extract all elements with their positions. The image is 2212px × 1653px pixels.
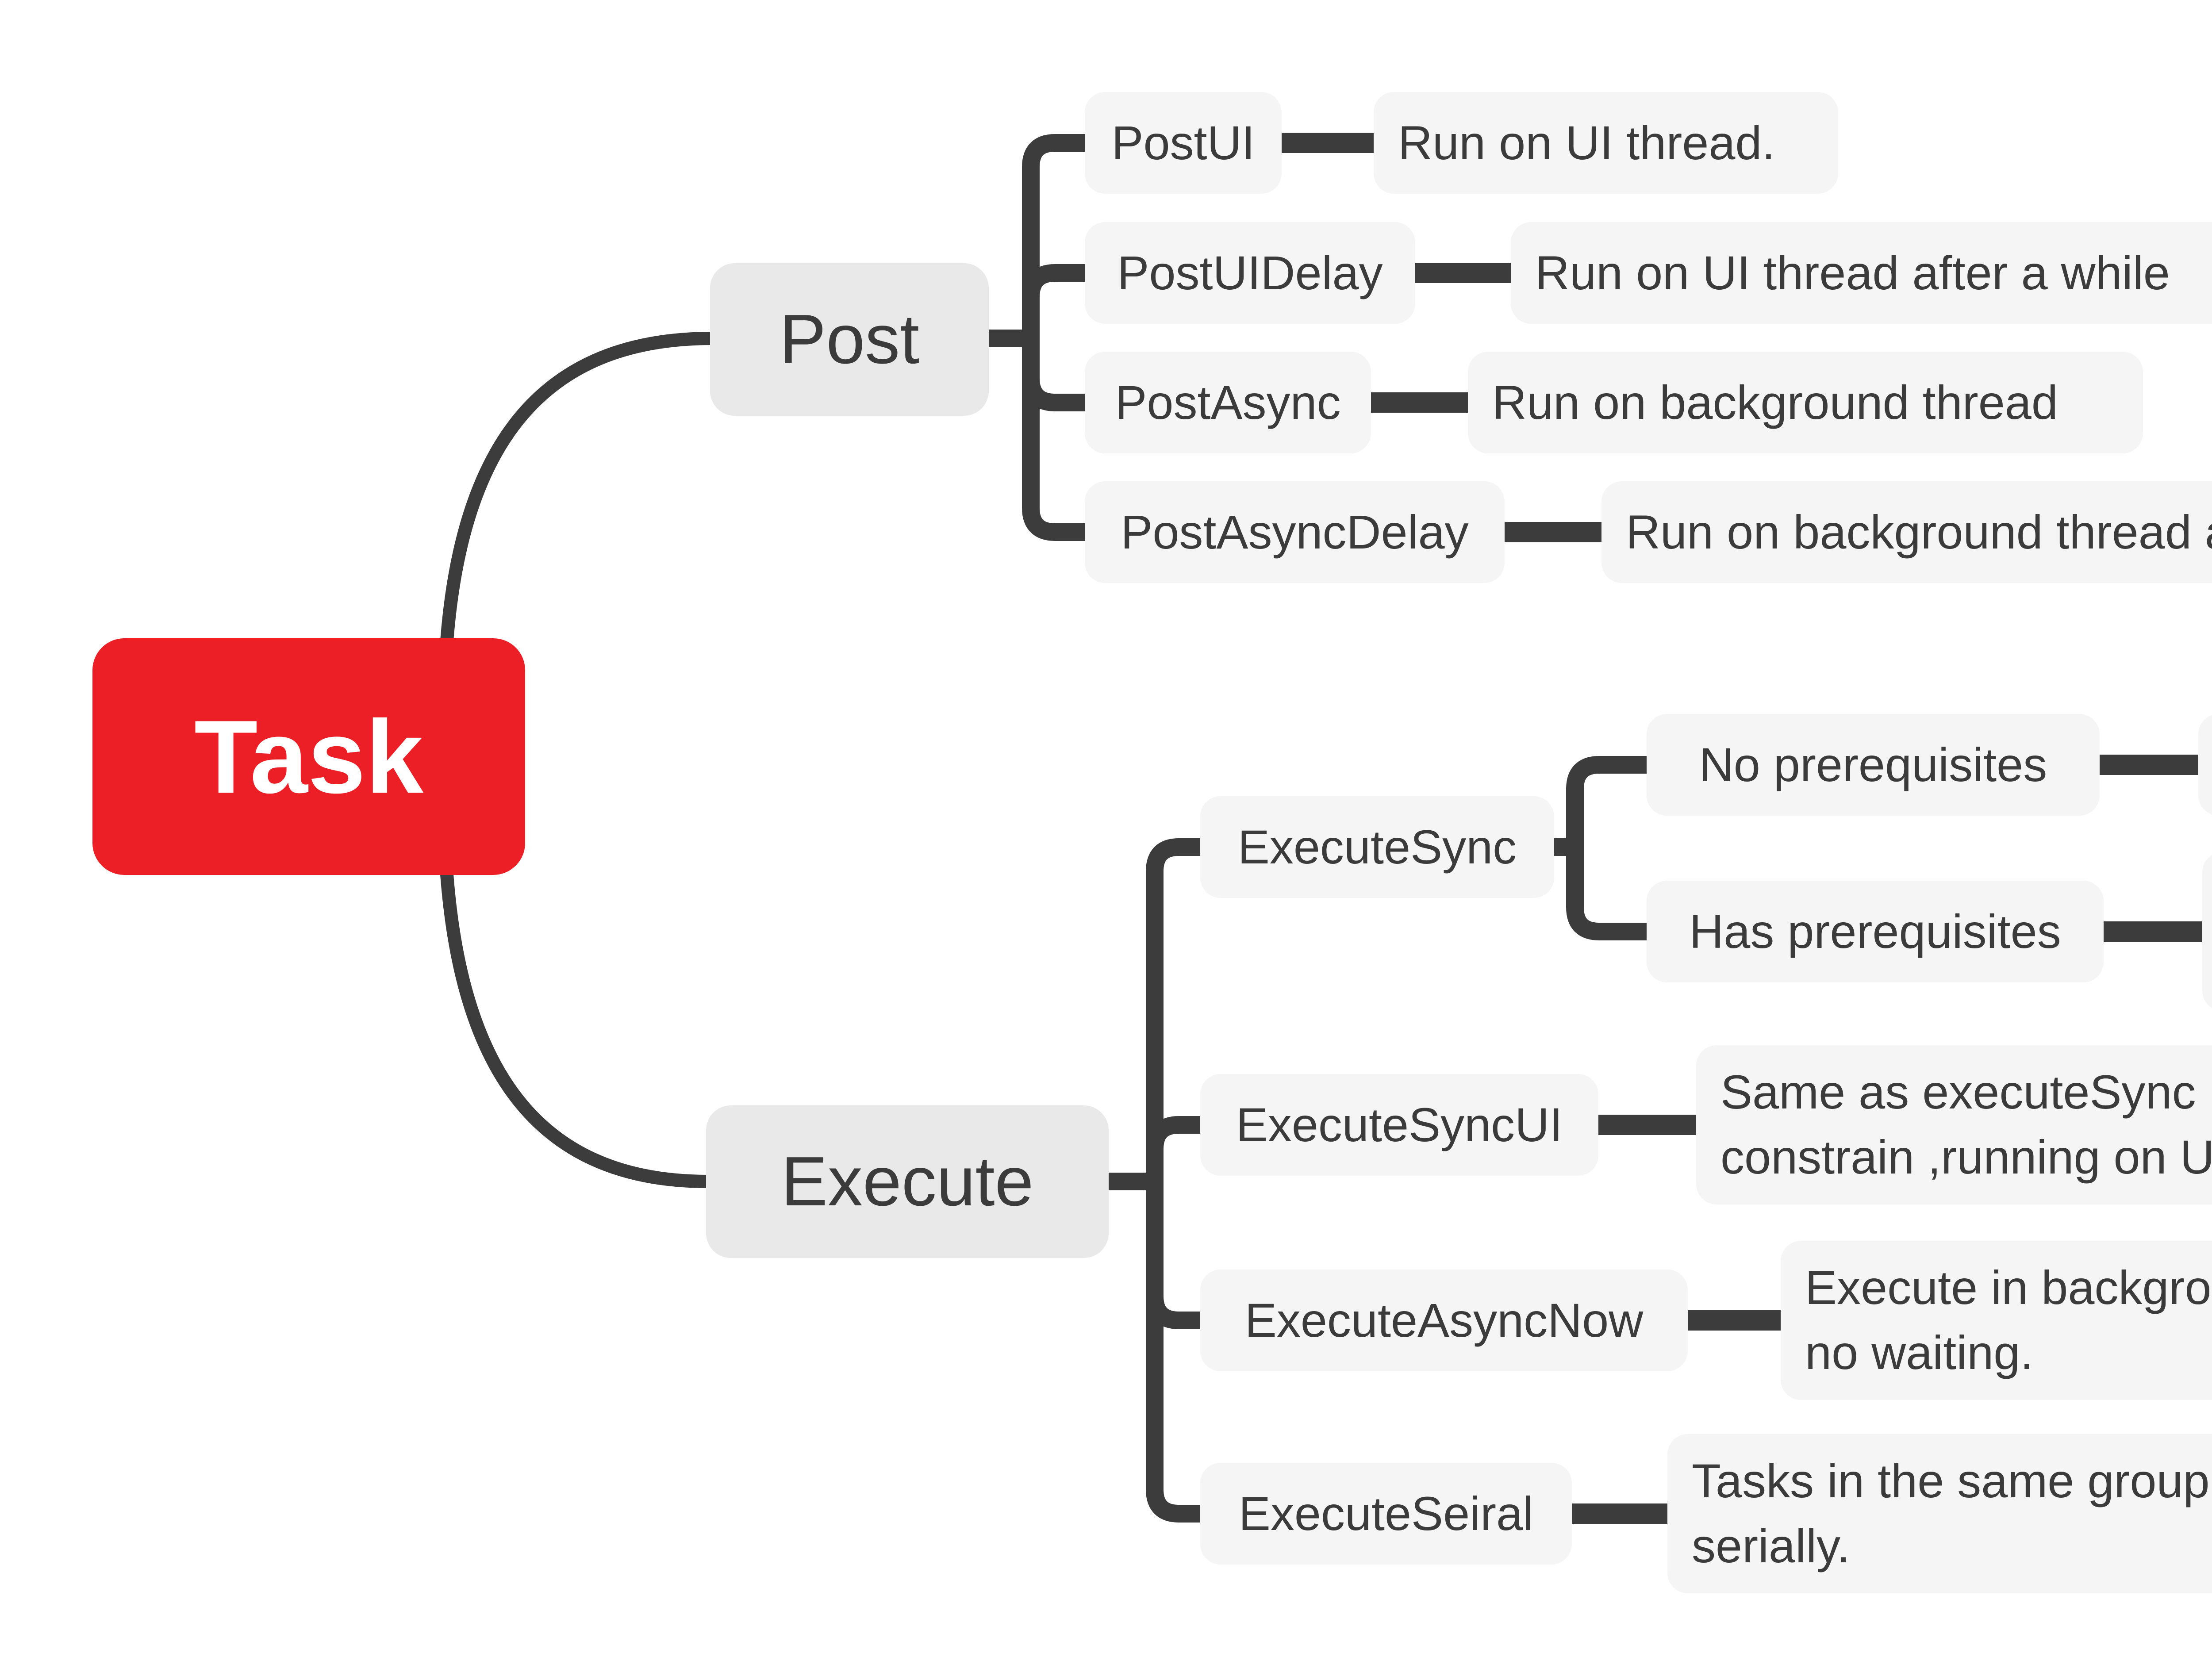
connector-execute-executesyncui bbox=[1146, 1116, 1209, 1190]
node-post[interactable]: Post bbox=[710, 263, 989, 416]
node-executesync[interactable]: ExecuteSync bbox=[1200, 796, 1554, 898]
node-executeseiral[interactable]: ExecuteSeiral bbox=[1200, 1463, 1572, 1565]
connector-executesync-hasprereq bbox=[1566, 838, 1655, 940]
node-executeseiral-desc[interactable]: Tasks in the same group will be executed… bbox=[1667, 1434, 2212, 1593]
connector-task-post bbox=[437, 332, 719, 759]
node-postasync-desc[interactable]: Run on background thread bbox=[1468, 352, 2143, 453]
node-postuidelay[interactable]: PostUIDelay bbox=[1085, 222, 1415, 324]
node-executeasyncnow[interactable]: ExecuteAsyncNow bbox=[1200, 1269, 1688, 1371]
node-postui[interactable]: PostUI bbox=[1085, 92, 1282, 194]
node-execute[interactable]: Execute bbox=[706, 1105, 1109, 1258]
connector-post-postui bbox=[1022, 134, 1094, 347]
node-no-prerequisites-desc[interactable]: Run now in current thread bbox=[2198, 714, 2212, 816]
node-executeasyncnow-desc[interactable]: Execute in background thread right now ,… bbox=[1781, 1241, 2212, 1400]
connector-executesync-noprereq bbox=[1566, 756, 1655, 856]
connector-task-execute bbox=[437, 754, 714, 1188]
connector-post-postasyncdelay bbox=[1022, 330, 1094, 541]
node-has-prerequisites-desc[interactable]: Run in the thread right after the final … bbox=[2202, 852, 2212, 1011]
node-postui-desc[interactable]: Run on UI thread. bbox=[1374, 92, 1838, 194]
connector-execute-executesync bbox=[1146, 838, 1209, 1190]
node-postasyncdelay-desc[interactable]: Run on background thread after a while bbox=[1601, 481, 2212, 583]
connector-execute-executeseiral bbox=[1146, 1173, 1209, 1523]
node-executesyncui-desc[interactable]: Same as executeSync , but with one more … bbox=[1696, 1045, 2212, 1204]
node-task[interactable]: Task bbox=[92, 638, 525, 875]
node-has-prerequisites[interactable]: Has prerequisites bbox=[1647, 881, 2104, 982]
node-no-prerequisites[interactable]: No prerequisites bbox=[1647, 714, 2100, 816]
node-postuidelay-desc[interactable]: Run on UI thread after a while bbox=[1511, 222, 2212, 324]
node-postasyncdelay[interactable]: PostAsyncDelay bbox=[1085, 481, 1505, 583]
connector-post-postuidelay bbox=[1022, 264, 1094, 347]
node-postasync[interactable]: PostAsync bbox=[1085, 352, 1371, 453]
node-executesyncui[interactable]: ExecuteSyncUI bbox=[1200, 1074, 1598, 1176]
